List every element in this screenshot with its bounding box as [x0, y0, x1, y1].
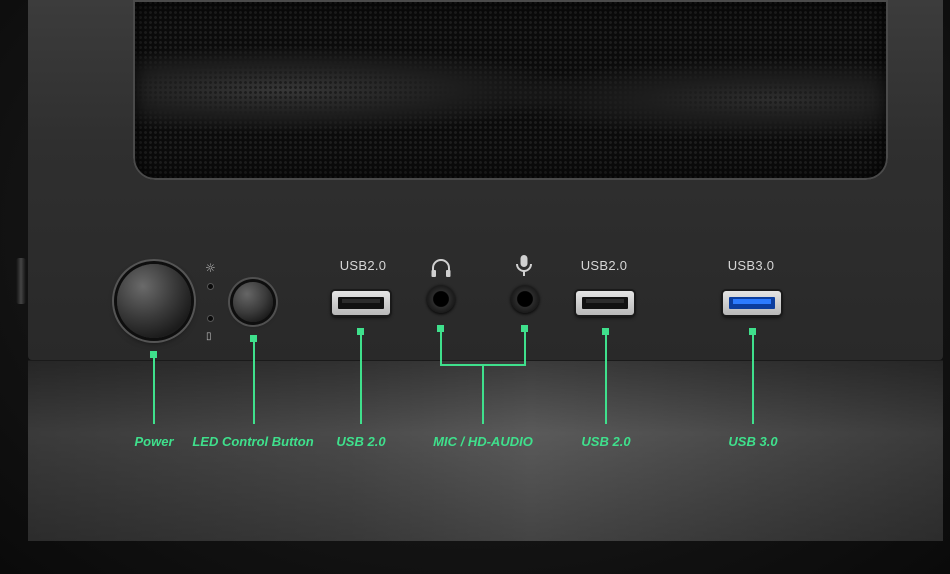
microphone-icon — [516, 255, 532, 276]
headphone-callout-marker — [437, 325, 444, 332]
usb2-right-callout-marker — [602, 328, 609, 335]
mic-callout-line — [524, 330, 526, 366]
usb2-left-callout-label: USB 2.0 — [336, 434, 386, 449]
led-indicator-icon: ☼ — [205, 261, 216, 275]
led-callout-marker — [250, 335, 257, 342]
usb2-right-port[interactable] — [576, 291, 634, 315]
usb2-left-callout-marker — [357, 328, 364, 335]
headphone-jack[interactable] — [427, 285, 455, 313]
power-callout-marker — [150, 351, 157, 358]
hdd-icon: ▯ — [206, 331, 212, 342]
usb3-port-label: USB3.0 — [727, 258, 775, 273]
usb2-right-port-label: USB2.0 — [580, 258, 628, 273]
led-callout-line — [253, 340, 255, 424]
usb2-left-port-label: USB2.0 — [339, 258, 387, 273]
hdd-led-dot — [208, 316, 213, 321]
headphone-callout-line — [440, 330, 442, 366]
mic-callout-marker — [521, 325, 528, 332]
audio-callout-line — [482, 364, 484, 424]
usb3-callout-line — [752, 333, 754, 424]
led-control-button[interactable] — [233, 282, 273, 322]
usb2-right-callout-line — [605, 333, 607, 424]
mesh-grille — [133, 0, 888, 180]
usb2-right-callout-label: USB 2.0 — [581, 434, 631, 449]
audio-callout-label: MIC / HD-AUDIO — [433, 434, 533, 449]
microphone-jack[interactable] — [511, 285, 539, 313]
led-control-callout-label: LED Control Button — [192, 434, 314, 449]
usb3-callout-marker — [749, 328, 756, 335]
usb2-left-callout-line — [360, 333, 362, 424]
usb2-left-port[interactable] — [332, 291, 390, 315]
usb3-port[interactable] — [723, 291, 781, 315]
usb3-callout-label: USB 3.0 — [728, 434, 778, 449]
power-callout-label: Power — [134, 434, 174, 449]
power-button[interactable] — [117, 264, 191, 338]
headphone-icon — [431, 259, 451, 277]
case-lower-panel — [28, 360, 943, 541]
power-led-dot — [208, 284, 213, 289]
power-callout-line — [153, 356, 155, 424]
side-panel-knob — [16, 258, 26, 304]
